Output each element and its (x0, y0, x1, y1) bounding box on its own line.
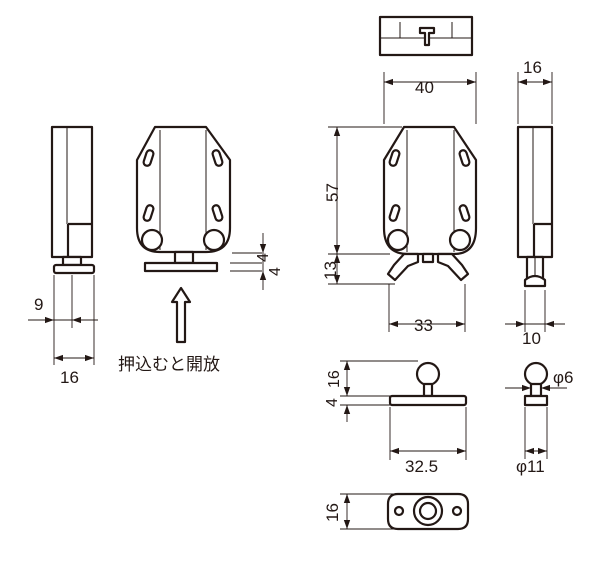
dim-latch-height: 13 (321, 261, 340, 280)
mount-slot (388, 149, 401, 167)
dim-ball-diameter: φ6 (553, 368, 573, 387)
strike-base (388, 394, 468, 407)
dim-strike-base-height: 4 (324, 398, 341, 407)
dim-side-width: 16 (523, 58, 542, 77)
mount-slot (142, 204, 155, 222)
mount-slot (458, 149, 471, 167)
dim-left-pin-width: 9 (34, 295, 43, 314)
strike-side-view: φ6 φ11 (505, 361, 573, 476)
strike-neck (422, 382, 434, 398)
strike-side-neck (529, 382, 543, 398)
front-view-pushed: 4 4 押込むと開放 (118, 125, 284, 374)
left-base-plate (52, 263, 96, 275)
dim-latch-span: 33 (414, 316, 433, 335)
strike-ball (415, 361, 441, 387)
push-arrow-icon (170, 286, 192, 344)
strike-plate-hole (451, 505, 463, 517)
left-jaw (386, 252, 420, 282)
dim-plunger-height-a: 4 (255, 253, 272, 262)
mount-slot (458, 204, 471, 222)
left-side-view: 9 16 (28, 125, 98, 387)
right-side-view: 16 10 (505, 58, 565, 348)
dim-side-latch-width: 10 (522, 329, 541, 348)
t-slot (418, 26, 436, 47)
dim-front-height: 57 (323, 183, 342, 202)
right-jaw (436, 252, 470, 282)
jaw-center (421, 252, 435, 264)
strike-side-base (523, 394, 549, 407)
dim-base-diameter: φ11 (516, 457, 545, 476)
left-pin (61, 255, 83, 267)
dim-plate-height: 16 (323, 503, 342, 522)
dim-strike-width: 32.5 (405, 457, 438, 476)
plunger (173, 250, 195, 265)
right-latch-tip (523, 274, 547, 288)
dim-plunger-height-b: 4 (267, 267, 284, 276)
mount-slot (211, 204, 224, 222)
front-view-open: 40 57 13 33 (321, 72, 478, 335)
strike-plate-hole (393, 505, 405, 517)
mount-hole (386, 228, 410, 252)
strike-side-ball (523, 361, 549, 387)
push-to-release-caption: 押込むと開放 (118, 355, 220, 374)
mount-hole (202, 228, 226, 252)
dim-strike-height: 16 (326, 370, 343, 388)
strike-front-view: 16 4 32.5 (324, 360, 468, 476)
dim-left-side-width: 16 (60, 368, 79, 387)
plunger-plate (143, 261, 219, 273)
dim-front-width: 40 (415, 78, 434, 97)
top-view (378, 15, 474, 57)
strike-plate-center (418, 501, 438, 521)
left-side-body (50, 125, 94, 259)
mount-hole (448, 228, 472, 252)
strike-plate-top-view: 16 (323, 492, 470, 531)
mount-slot (142, 149, 155, 167)
mount-slot (211, 149, 224, 167)
mount-slot (388, 204, 401, 222)
mount-hole (140, 228, 164, 252)
